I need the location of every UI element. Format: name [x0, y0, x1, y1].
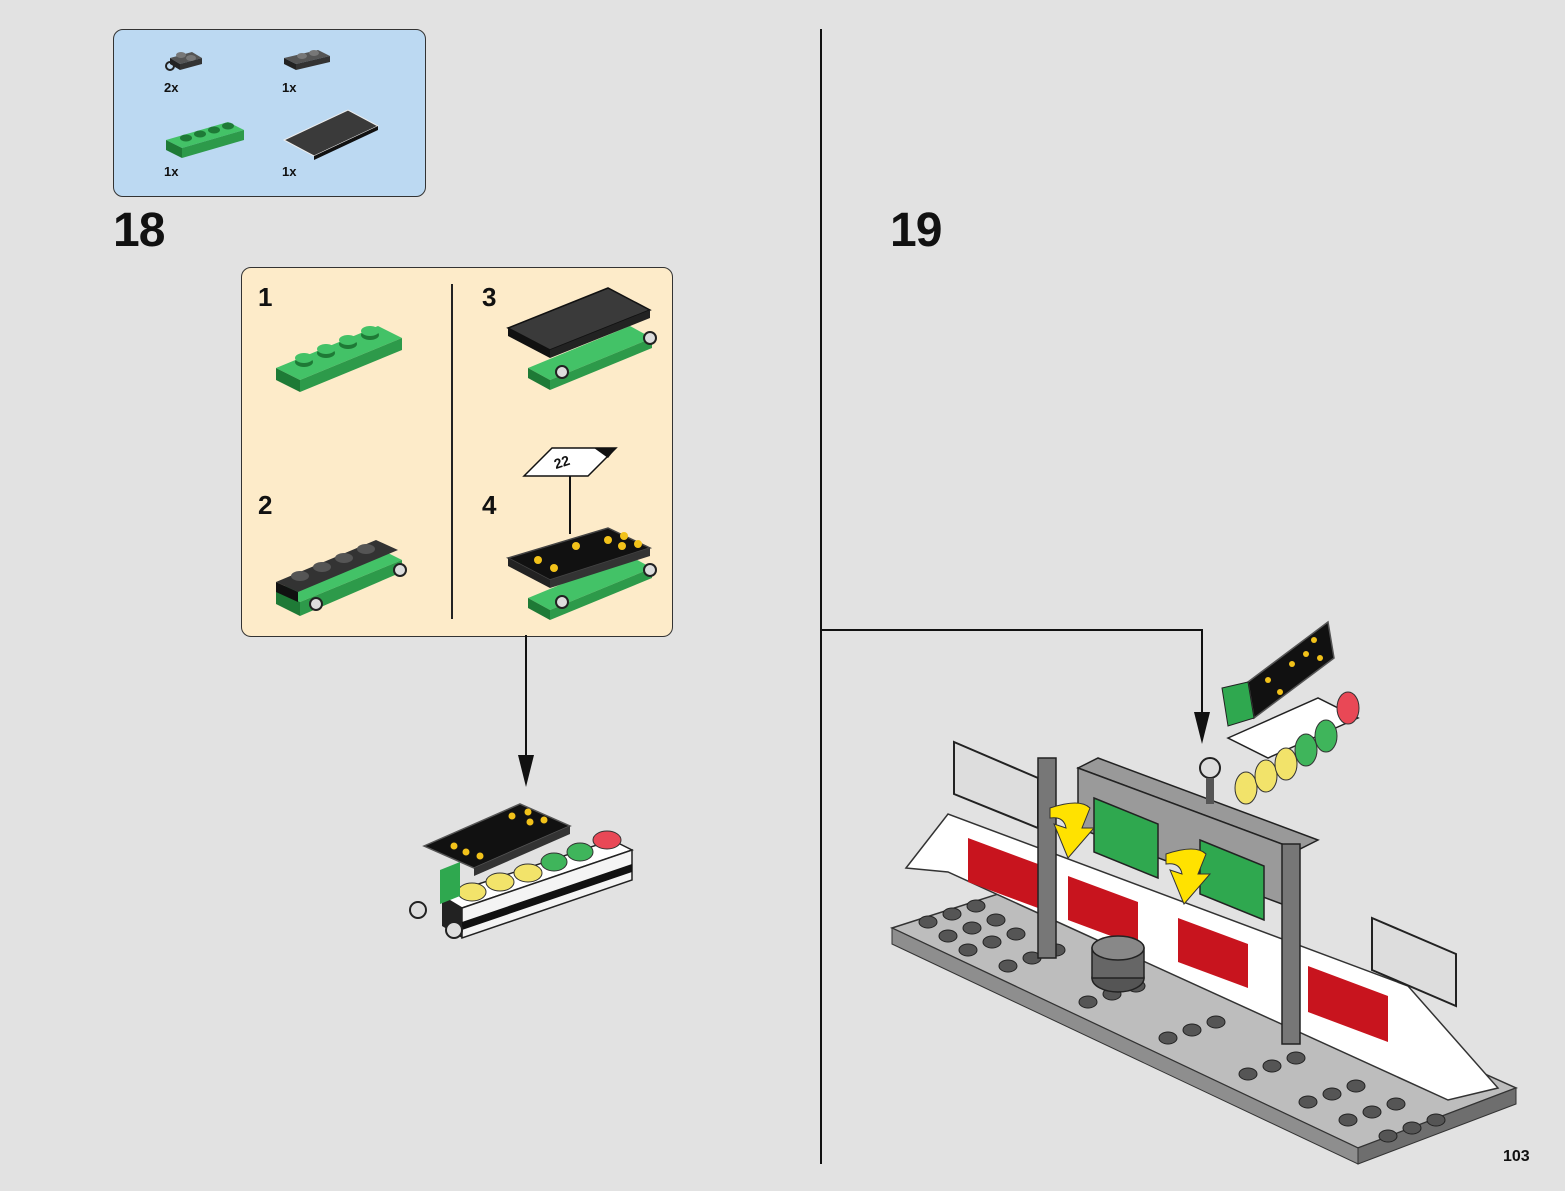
assembly-arrow [518, 635, 534, 787]
placement-arrow [820, 629, 1210, 744]
substep-number-1: 1 [258, 282, 273, 312]
sticker-callout-illustration [522, 447, 618, 534]
green-plate-illustration [276, 326, 402, 392]
green-plate-1x4-icon [166, 122, 244, 158]
part-qty: 1x [282, 164, 297, 179]
step-number-18: 18 [113, 204, 165, 257]
parts-list-box: 2x 1x 1x 1x [113, 29, 426, 197]
substep-number-2: 2 [258, 490, 273, 520]
part-qty: 1x [164, 164, 179, 179]
part-qty: 2x [164, 80, 179, 95]
page-divider [820, 29, 822, 1164]
black-plate-with-clip-icon [165, 52, 202, 71]
start-light-tree-assembly [409, 803, 634, 940]
step-number-19: 19 [890, 204, 942, 257]
tile-on-plate-illustration [506, 287, 657, 390]
substep-number-3: 3 [482, 282, 497, 312]
substep-number-4: 4 [482, 490, 497, 520]
green-plate-with-clips-illustration [276, 540, 407, 616]
start-gantry-assembly [889, 620, 1518, 1165]
part-qty: 1x [282, 80, 297, 95]
black-plate-1x2-icon [284, 50, 330, 70]
printed-tile-on-plate-illustration [506, 527, 657, 620]
page-number: 103 [1503, 1148, 1530, 1165]
callout-divider [451, 284, 453, 619]
substep-callout-box: 1 2 3 4 22 [241, 267, 673, 637]
black-tile-2x4-icon [282, 109, 380, 160]
